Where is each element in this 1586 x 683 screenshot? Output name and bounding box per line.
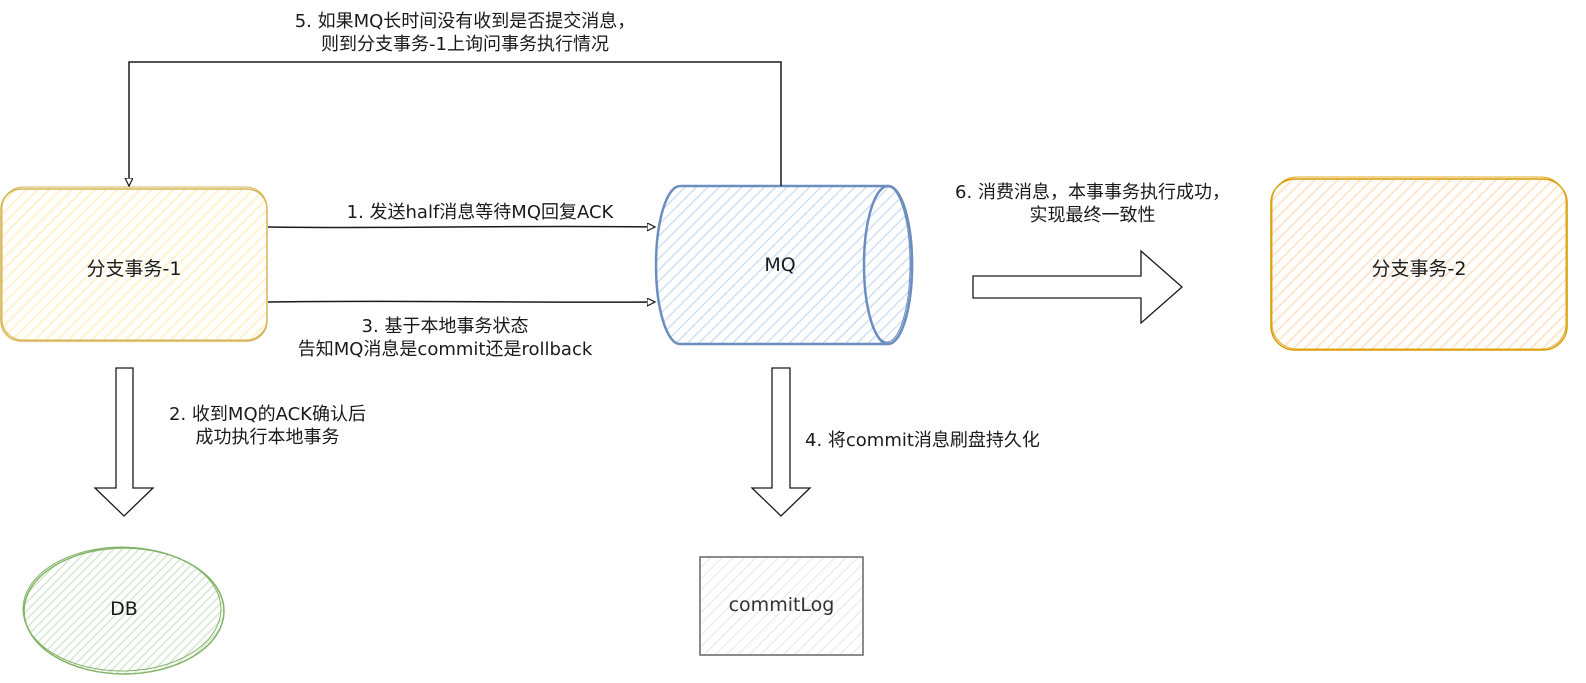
- step3-connector[interactable]: [267, 301, 655, 302]
- db-node[interactable]: [22, 546, 225, 675]
- mq-label: MQ: [764, 254, 796, 276]
- step2-label: 2. 收到MQ的ACK确认后 成功执行本地事务: [150, 403, 385, 449]
- step1-label-line1: 1. 发送half消息等待MQ回复ACK: [346, 202, 614, 223]
- step6-block-arrow: [972, 249, 1183, 325]
- branch-transaction-2-label: 分支事务-2: [1371, 258, 1467, 280]
- step6-label: 6. 消费消息，本事事务执行成功， 实现最终一致性: [920, 181, 1265, 227]
- step3-label-line2: 告知MQ消息是commit还是rollback: [297, 339, 593, 360]
- step3-label-line1: 3. 基于本地事务状态: [361, 316, 529, 337]
- step4-label-line1: 4. 将commit消息刷盘持久化: [805, 430, 1040, 451]
- step6-label-line1: 6. 消费消息，本事事务执行成功，: [955, 182, 1230, 203]
- step4-label: 4. 将commit消息刷盘持久化: [805, 429, 1040, 452]
- step5-label-line1: 5. 如果MQ长时间没有收到是否提交消息，: [294, 11, 636, 32]
- db-label: DB: [110, 598, 138, 620]
- step5-label: 5. 如果MQ长时间没有收到是否提交消息， 则到分支事务-1上询问事务执行情况: [265, 10, 665, 56]
- step5-label-line2: 则到分支事务-1上询问事务执行情况: [321, 34, 609, 55]
- mq-cylinder-node[interactable]: [654, 184, 914, 346]
- branch-transaction-1-label: 分支事务-1: [86, 258, 182, 280]
- step3-label: 3. 基于本地事务状态 告知MQ消息是commit还是rollback: [245, 315, 645, 361]
- step1-connector[interactable]: [267, 226, 655, 227]
- step6-label-line2: 实现最终一致性: [1029, 205, 1156, 226]
- step2-label-line2: 成功执行本地事务: [195, 427, 340, 448]
- step1-label: 1. 发送half消息等待MQ回复ACK: [280, 201, 680, 224]
- commitlog-node[interactable]: [699, 556, 864, 656]
- step4-block-arrow: [750, 367, 812, 517]
- step5-connector[interactable]: [129, 61, 782, 186]
- commitlog-label: commitLog: [728, 594, 835, 616]
- step2-block-arrow: [93, 367, 155, 517]
- step2-label-line1: 2. 收到MQ的ACK确认后: [169, 404, 366, 425]
- branch-transaction-1-node[interactable]: [0, 186, 268, 342]
- branch-transaction-2-node[interactable]: [1270, 176, 1568, 351]
